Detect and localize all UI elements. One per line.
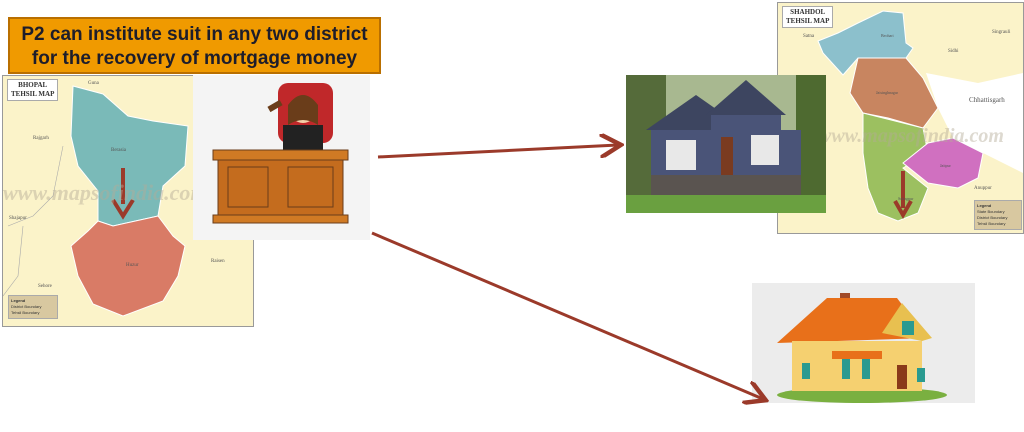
shahdol-map-shapes <box>817 10 1023 222</box>
chhattisgarh-region <box>926 73 1023 173</box>
place-label: Rajgarh <box>33 136 49 141</box>
place-label: Berasia <box>111 148 126 153</box>
title-line-1: P2 can institute suit in any two distric… <box>21 24 368 45</box>
map-arrow-head <box>893 200 913 220</box>
house-photo <box>626 75 826 213</box>
cartoon-house-illustration <box>752 283 975 403</box>
legend-item: Tehsil Boundary <box>11 310 40 315</box>
jaitpur-region <box>902 137 984 189</box>
watermark: www.mapsofindia.com <box>818 125 1004 147</box>
watermark: www.mapsofindia.com <box>3 180 208 205</box>
legend-item: District Boundary <box>11 304 42 309</box>
place-label: Sidhi <box>948 49 959 54</box>
arrow-to-cartoon-house <box>371 231 763 399</box>
judge-at-bench-illustration <box>193 75 370 240</box>
map-title-line: TEHSIL MAP <box>11 90 55 98</box>
place-label: Beohari <box>881 33 894 38</box>
beohari-region <box>817 10 914 76</box>
place-label: Sohagpur <box>898 196 914 201</box>
map-title-line: SHAHDOL <box>790 8 826 16</box>
place-label: Satna <box>803 34 815 39</box>
district-boundary <box>3 145 64 297</box>
place-label: Anuppur <box>974 186 992 191</box>
place-label: Sehore <box>38 284 52 289</box>
place-label: Chhattisgarh <box>969 96 1005 104</box>
place-label: Singrauli <box>992 30 1011 35</box>
legend-item: District Boundary <box>977 215 1008 220</box>
map-arrow-head <box>111 198 135 220</box>
legend-item: State Boundary <box>977 209 1005 214</box>
huzur-region <box>70 215 186 317</box>
arrow-to-house-photo <box>377 145 618 159</box>
place-label: Shajapur <box>9 216 27 221</box>
place-label: Raisen <box>211 259 225 264</box>
legend-item: Tehsil Boundary <box>977 221 1006 226</box>
map-title-line: TEHSIL MAP <box>786 17 830 25</box>
place-label: Jaisinghnagar <box>876 90 898 95</box>
place-label: Huzur <box>126 263 139 268</box>
legend-title: Legend <box>977 203 992 208</box>
place-label: Guna <box>88 81 99 86</box>
legend-title: Legend <box>11 298 26 303</box>
bhopal-map-shapes <box>3 85 189 317</box>
berasia-region <box>70 85 189 227</box>
place-label: Jaitpur <box>940 163 951 168</box>
title-banner: P2 can institute suit in any two distric… <box>8 17 381 74</box>
map-title-line: BHOPAL <box>18 81 48 89</box>
title-line-2: for the recovery of mortgage money <box>31 48 358 69</box>
